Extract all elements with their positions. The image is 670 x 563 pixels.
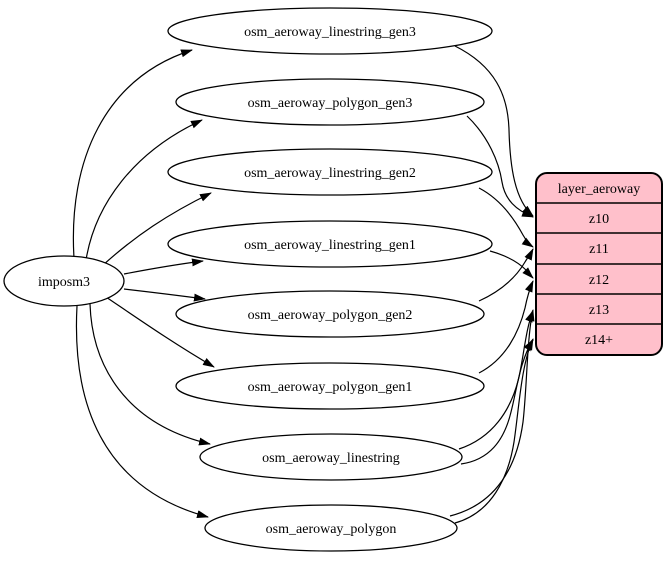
edge-imposm3-to-osm_aeroway_linestring_gen1 <box>123 258 204 275</box>
table-node-osm_aeroway_polygon_gen3: osm_aeroway_polygon_gen3 <box>175 78 485 126</box>
source-node-imposm3: imposm3 <box>3 255 125 307</box>
layer-title: layer_aeroway <box>558 182 640 197</box>
table-node-osm_aeroway_linestring_gen1: osm_aeroway_linestring_gen1 <box>167 220 493 268</box>
table-ellipse <box>167 220 493 268</box>
table-label: osm_aeroway_polygon_gen3 <box>248 96 413 111</box>
edge-imposm3-to-osm_aeroway_polygon_gen3 <box>85 119 203 261</box>
node-group: imposm3 osm_aeroway_linestring_gen3 osm_… <box>3 7 663 552</box>
imposm3-label: imposm3 <box>38 275 90 290</box>
table-label: osm_aeroway_linestring <box>262 451 400 466</box>
layer-row-z10: z10 <box>589 212 609 227</box>
table-node-osm_aeroway_polygon_gen1: osm_aeroway_polygon_gen1 <box>175 362 485 410</box>
table-label: osm_aeroway_linestring_gen3 <box>244 25 416 40</box>
edge-osm_aeroway_polygon-to-z13 <box>449 309 535 517</box>
table-node-osm_aeroway_linestring: osm_aeroway_linestring <box>199 433 463 481</box>
table-ellipse <box>199 433 463 481</box>
edge-imposm3-to-osm_aeroway_polygon_gen1 <box>105 296 215 368</box>
table-ellipse <box>204 504 458 552</box>
table-label: osm_aeroway_linestring_gen1 <box>244 238 416 253</box>
layer-row-z13: z13 <box>589 303 609 318</box>
table-label: osm_aeroway_polygon_gen1 <box>248 380 413 395</box>
edge-osm_aeroway_polygon_gen2-to-z11 <box>478 248 534 302</box>
edge-imposm3-to-osm_aeroway_linestring <box>89 303 211 446</box>
edge-imposm3-to-osm_aeroway_polygon <box>75 305 209 519</box>
edge-osm_aeroway_polygon_gen1-to-z12 <box>478 280 534 374</box>
table-node-osm_aeroway_polygon_gen2: osm_aeroway_polygon_gen2 <box>175 290 485 338</box>
table-ellipse <box>167 7 493 55</box>
edge-imposm3-to-osm_aeroway_linestring_gen3 <box>72 49 193 259</box>
edge-osm_aeroway_polygon-to-z14 <box>454 338 534 524</box>
table-ellipse <box>175 78 485 126</box>
layer-row-z11: z11 <box>589 242 609 257</box>
edge-osm_aeroway_linestring_gen3-to-z10 <box>454 45 534 217</box>
table-node-osm_aeroway_polygon: osm_aeroway_polygon <box>204 504 458 552</box>
layer-row-z14plus: z14+ <box>585 333 613 348</box>
table-node-osm_aeroway_linestring_gen2: osm_aeroway_linestring_gen2 <box>167 148 493 196</box>
table-label: osm_aeroway_polygon <box>266 522 397 537</box>
imposm3-ellipse <box>3 255 125 307</box>
table-node-osm_aeroway_linestring_gen3: osm_aeroway_linestring_gen3 <box>167 7 493 55</box>
table-ellipse <box>175 362 485 410</box>
table-label: osm_aeroway_linestring_gen2 <box>244 166 416 181</box>
edge-imposm3-to-osm_aeroway_linestring_gen2 <box>101 192 212 267</box>
edge-osm_aeroway_linestring_gen1-to-z12 <box>489 250 534 279</box>
layer-row-z12: z12 <box>589 273 609 288</box>
edge-osm_aeroway_polygon_gen3-to-z10 <box>466 115 534 218</box>
edge-imposm3-to-osm_aeroway_polygon_gen2 <box>123 288 206 302</box>
table-ellipse <box>167 148 493 196</box>
table-label: osm_aeroway_polygon_gen2 <box>248 308 413 323</box>
edge-osm_aeroway_linestring_gen2-to-z11 <box>478 187 534 248</box>
edge-group <box>72 45 535 524</box>
layer-node-layer_aeroway: layer_aeroway z10 z11 z12 z13 z14+ <box>535 172 663 356</box>
edge-osm_aeroway_linestring-to-z14 <box>460 339 534 465</box>
table-ellipse <box>175 290 485 338</box>
